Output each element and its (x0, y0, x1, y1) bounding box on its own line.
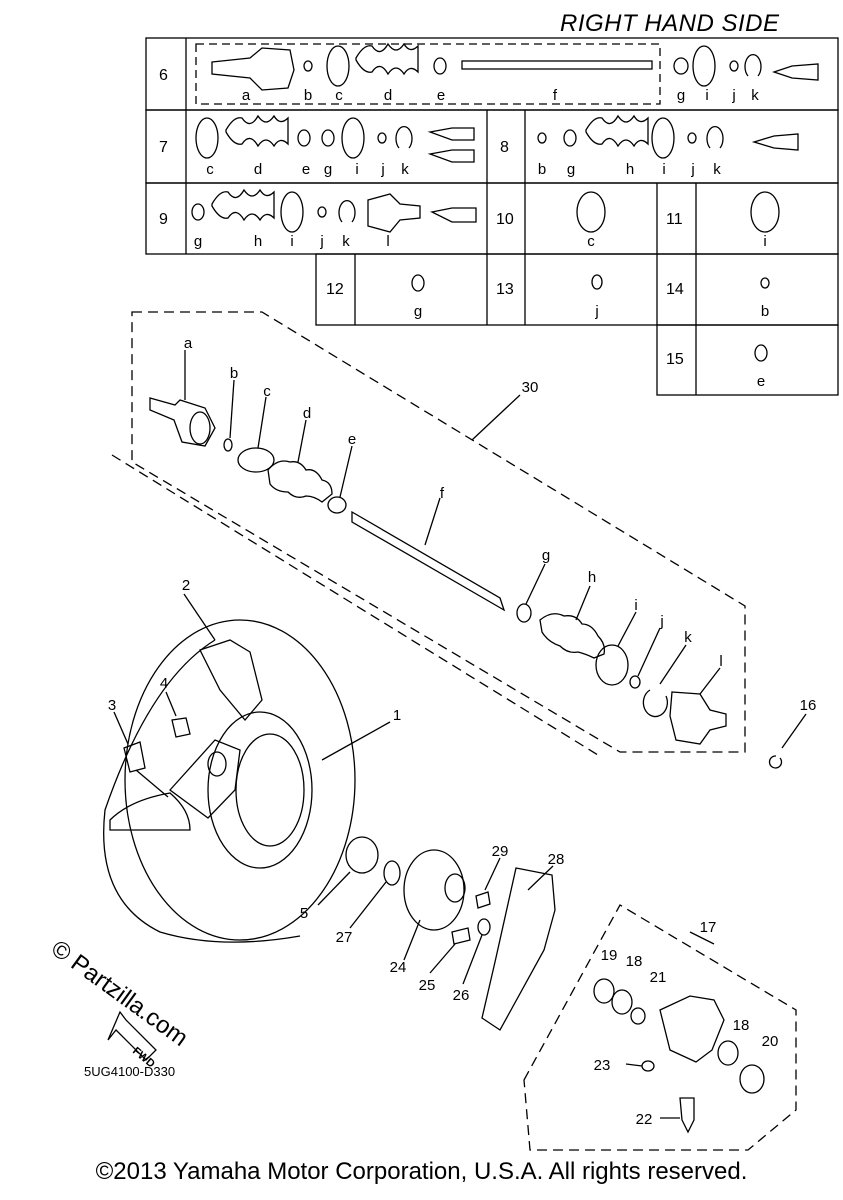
ref-6: 6 (159, 67, 168, 84)
letter: d (254, 161, 262, 178)
letter: j (690, 161, 694, 178)
fwd-arrow (107, 1010, 157, 1061)
ref-15: 15 (666, 351, 684, 368)
callout-20: 20 (762, 1033, 779, 1050)
callout-24: 24 (390, 959, 407, 976)
letter: i (763, 233, 766, 250)
letter: h (626, 161, 634, 178)
table-letters: a b c d e f g i j k c d e g i j k b g h … (194, 87, 769, 390)
ref-13: 13 (496, 281, 514, 298)
callout-3: 3 (108, 697, 116, 714)
callout-18b: 18 (733, 1017, 750, 1034)
table-labels: 6 7 8 9 10 11 12 13 14 15 (159, 67, 684, 368)
callout-30: 30 (522, 379, 539, 396)
letter: e (302, 161, 310, 178)
letter: b (761, 303, 769, 320)
letter: g (414, 303, 422, 320)
ref-12: 12 (326, 281, 344, 298)
letter: h (254, 233, 262, 250)
letter: j (731, 87, 735, 104)
ref-14: 14 (666, 281, 684, 298)
letter: a (242, 87, 251, 104)
shaft-letter: j (659, 613, 663, 630)
letter: b (304, 87, 312, 104)
letter: g (567, 161, 575, 178)
letter: i (355, 161, 358, 178)
callout-16: 16 (800, 697, 817, 714)
ref-11: 11 (666, 211, 683, 228)
callout-26: 26 (453, 987, 470, 1004)
callout-29: 29 (492, 843, 509, 860)
drawing-code: 5UG4100-D330 (84, 1064, 176, 1079)
letter: c (206, 161, 214, 178)
callout-17: 17 (700, 919, 717, 936)
ref-10: 10 (496, 211, 514, 228)
callout-5: 5 (300, 905, 308, 922)
letter: b (538, 161, 546, 178)
callout-25: 25 (419, 977, 436, 994)
ref-8: 8 (500, 139, 509, 156)
shaft-letter: k (684, 629, 692, 646)
shaft-letter: i (634, 597, 637, 614)
callout-28: 28 (548, 851, 565, 868)
callout-2: 2 (182, 577, 190, 594)
letter: k (713, 161, 721, 178)
letter: g (677, 87, 685, 104)
letter: l (386, 233, 389, 250)
kit-table (145, 37, 839, 396)
letter: j (594, 303, 598, 320)
letter: g (324, 161, 332, 178)
callout-1: 1 (393, 707, 401, 724)
shaft-letter: h (588, 569, 596, 586)
letter: k (401, 161, 409, 178)
drive-shaft-group (111, 311, 746, 756)
letter: i (705, 87, 708, 104)
letter: e (757, 373, 765, 390)
letter: i (662, 161, 665, 178)
letter: d (384, 87, 392, 104)
shaft-letter: a (184, 335, 193, 352)
shaft-letter: e (348, 431, 356, 448)
wheel-assembly (103, 593, 556, 1031)
callout-4: 4 (160, 675, 168, 692)
ref-9: 9 (159, 211, 168, 228)
circlip-16 (768, 755, 783, 769)
shaft-letter: d (303, 405, 311, 422)
shaft-letter: f (440, 485, 445, 502)
letter: g (194, 233, 202, 250)
copyright: ©2013 Yamaha Motor Corporation, U.S.A. A… (95, 1158, 748, 1185)
shaft-letters: a b c d e f g h i j k l (184, 335, 723, 670)
letter: e (437, 87, 445, 104)
ref-7: 7 (159, 139, 168, 156)
shaft-letter: c (263, 383, 271, 400)
callouts: 1 2 3 4 5 16 17 18 18 19 20 21 22 23 24 … (108, 379, 817, 1128)
callout-21: 21 (650, 969, 667, 986)
letter: f (553, 87, 558, 104)
letter: i (290, 233, 293, 250)
letter: j (380, 161, 384, 178)
letter: c (587, 233, 595, 250)
shaft-letter: g (542, 547, 550, 564)
shaft-letter: l (719, 653, 722, 670)
letter: k (342, 233, 350, 250)
callout-18: 18 (626, 953, 643, 970)
callout-22: 22 (636, 1111, 653, 1128)
side-title: RIGHT HAND SIDE (560, 10, 780, 37)
knuckle-group (523, 904, 797, 1151)
letter: k (751, 87, 759, 104)
shaft-letter: b (230, 365, 238, 382)
letter: c (335, 87, 343, 104)
letter: j (319, 233, 323, 250)
callout-19: 19 (601, 947, 618, 964)
callout-23: 23 (594, 1057, 611, 1074)
callout-27: 27 (336, 929, 353, 946)
